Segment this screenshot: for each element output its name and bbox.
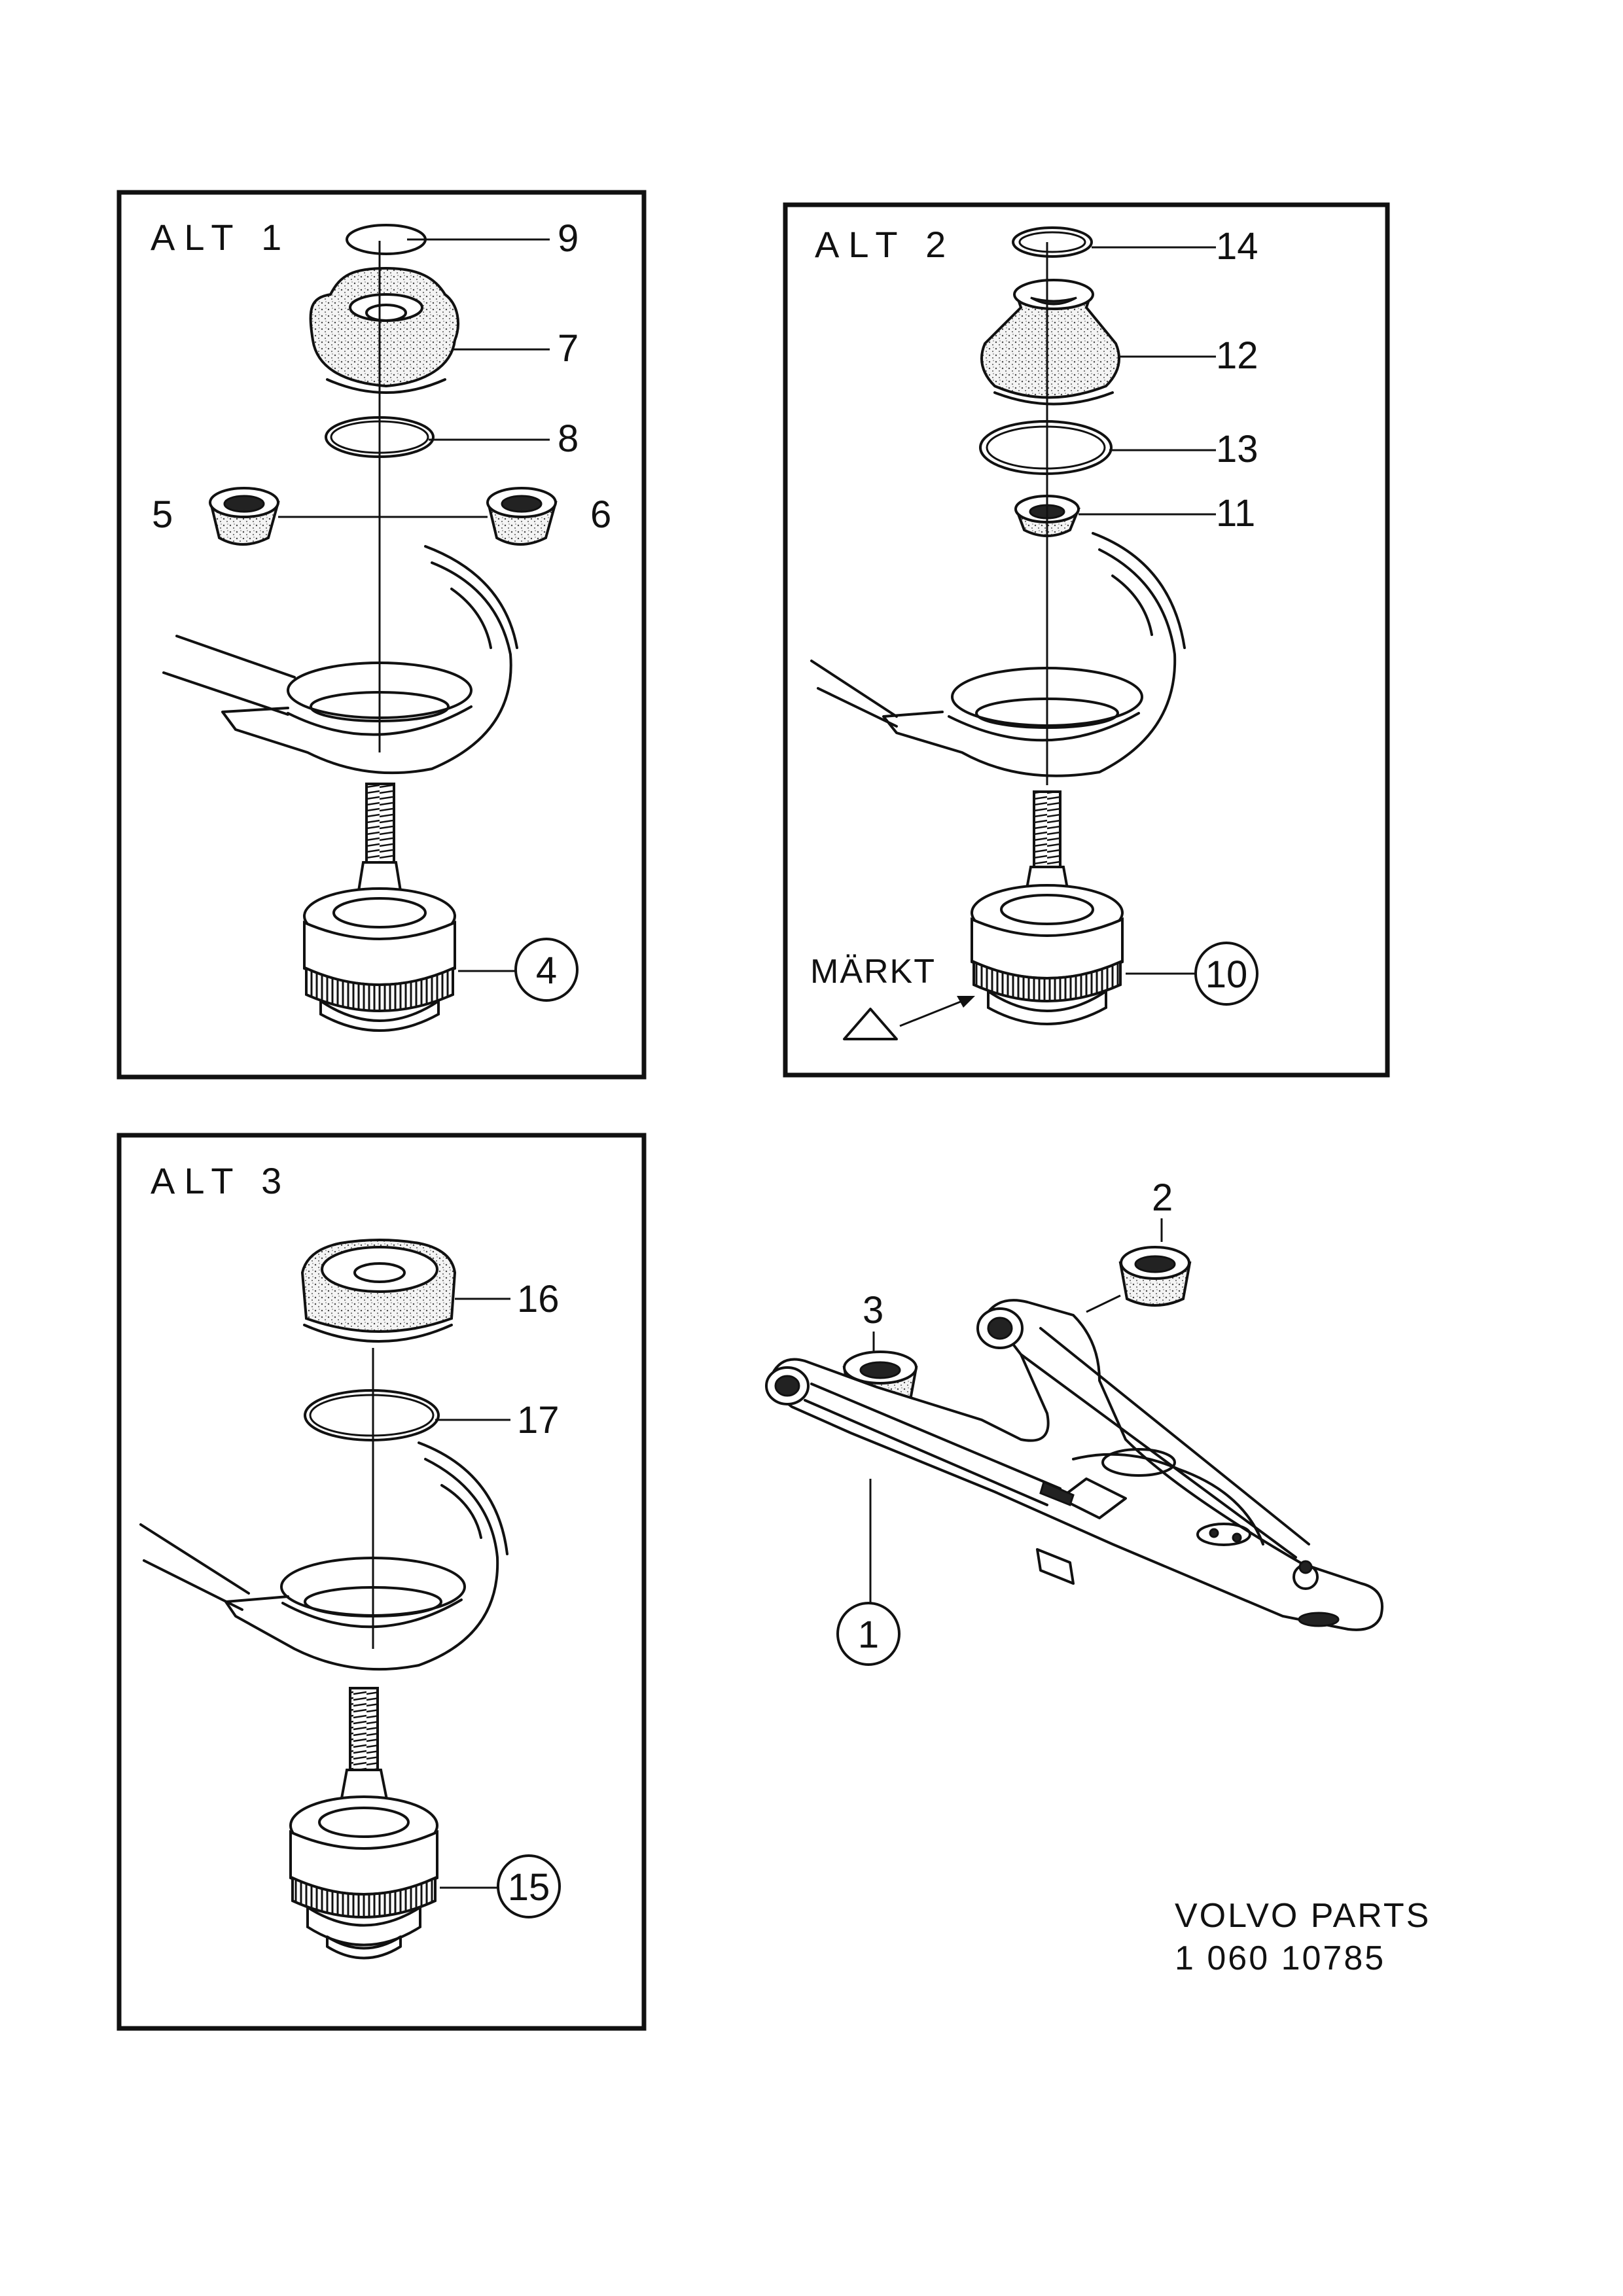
control-arm-assembly: 2 3 1 — [765, 1176, 1383, 1666]
panel-frame — [783, 202, 1390, 1078]
circlip-part: 9 — [346, 217, 579, 260]
rubber-boot-part: 12 — [980, 279, 1258, 406]
bushing-part: 11 — [1014, 492, 1255, 537]
part-reference: VOLVO PARTS 1 060 10785 — [1175, 1897, 1431, 1977]
marking-note: MÄRKT — [810, 953, 975, 1040]
panel-alt-2: ALT 2 14 12 13 — [783, 202, 1390, 1078]
panel-frame — [116, 1133, 647, 2031]
callout-number: 16 — [517, 1278, 560, 1320]
callout-number: 2 — [1152, 1176, 1173, 1219]
panel-title: ALT 1 — [151, 217, 291, 258]
callout-number: 3 — [863, 1289, 883, 1332]
panel-title: ALT 3 — [151, 1160, 291, 1201]
callout-number: 12 — [1216, 334, 1258, 377]
control-arm-fragment — [139, 1441, 508, 1671]
rubber-boot-part: 7 — [309, 266, 579, 394]
arm-body — [770, 1299, 1383, 1631]
callout-number: 15 — [508, 1866, 550, 1909]
bushing-left-part: 5 — [152, 487, 280, 546]
callout-number: 5 — [152, 493, 173, 536]
ball-joint-part: 4 — [303, 783, 579, 1032]
callout-number: 17 — [517, 1399, 560, 1441]
triangle-mark-icon — [843, 1008, 898, 1040]
callout-number: 1 — [858, 1614, 879, 1656]
snap-ring-part: 17 — [304, 1389, 560, 1441]
callout-number: 7 — [558, 327, 579, 370]
bushing-right-part: 6 — [486, 487, 611, 546]
reference-number: 1 060 10785 — [1175, 1939, 1385, 1977]
bushing-part: 2 — [1118, 1176, 1192, 1307]
ball-joint-part: 15 — [289, 1687, 561, 1960]
circlip-part: 14 — [1012, 225, 1258, 268]
callout-number: 10 — [1205, 953, 1248, 996]
control-arm-fragment — [162, 545, 518, 775]
snap-ring-part: 8 — [325, 416, 579, 460]
callout-number: 4 — [536, 949, 557, 992]
ball-joint-part: 10 — [971, 790, 1258, 1025]
callout-number: 9 — [558, 217, 579, 260]
callout-number: 11 — [1216, 492, 1255, 535]
panel-frame — [116, 190, 647, 1080]
rubber-cap-part: 16 — [300, 1239, 560, 1343]
snap-ring-part: 13 — [979, 420, 1258, 475]
panel-alt-3: ALT 3 16 17 — [116, 1133, 647, 2031]
arrow-head-icon — [957, 996, 975, 1008]
callout-number: 13 — [1216, 428, 1258, 470]
callout-number: 8 — [558, 417, 579, 460]
brand-label: VOLVO PARTS — [1175, 1897, 1431, 1935]
callout-number: 14 — [1216, 225, 1258, 268]
control-arm-fragment — [810, 532, 1186, 777]
callout-number: 6 — [590, 493, 611, 536]
panel-alt-1: ALT 1 9 7 8 5 — [116, 190, 647, 1080]
panel-title: ALT 2 — [815, 224, 955, 265]
marked-label: MÄRKT — [810, 953, 936, 991]
